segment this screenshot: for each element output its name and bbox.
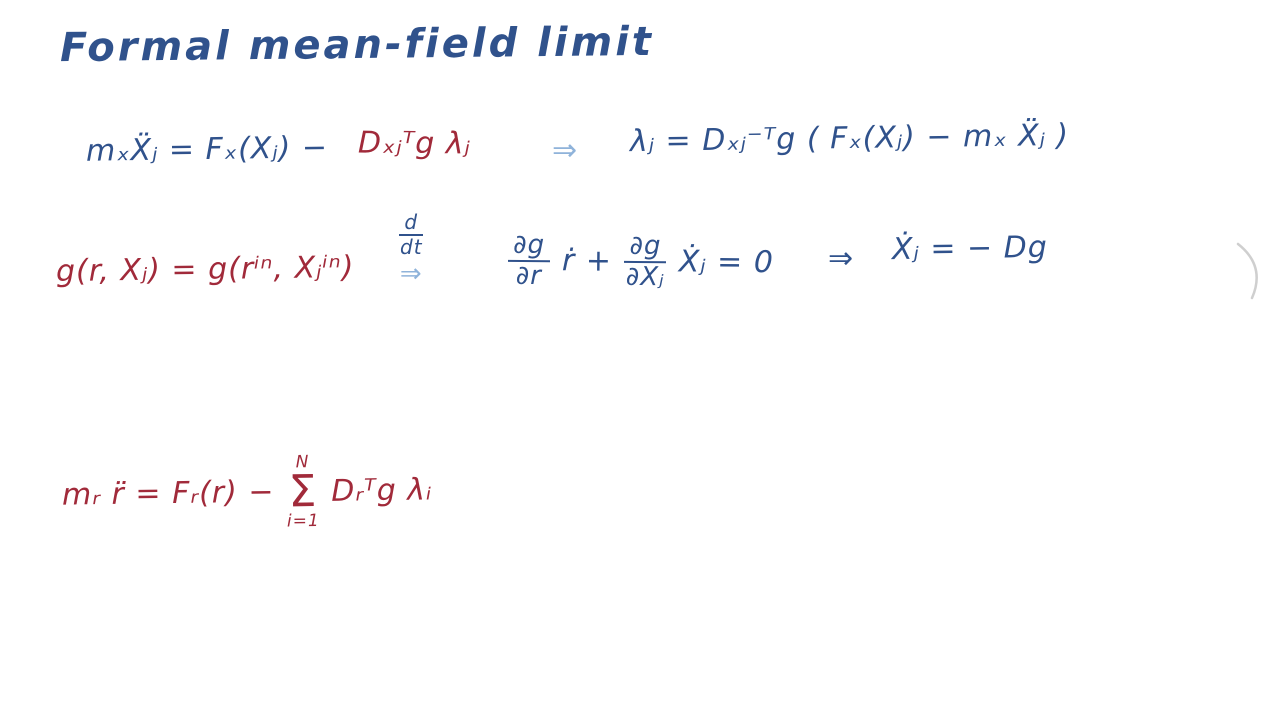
eq2-rhs: Ẋⱼ = − Dg xyxy=(891,229,1049,268)
stray-pen-mark xyxy=(1236,242,1258,300)
frac1-numerator: ∂g xyxy=(507,230,551,263)
partial-g-partial-x-fraction: ∂g ∂Xⱼ xyxy=(624,231,667,293)
eq3-right: Dᵣᵀg λᵢ xyxy=(331,472,433,509)
eq2-implies-arrow: ⇒ xyxy=(828,241,855,276)
eq1-rhs: λⱼ = Dₓⱼ⁻ᵀg ( Fₓ(Xⱼ) − mₓ Ẍⱼ ) xyxy=(629,117,1070,160)
eq2-mid2: Ẋⱼ = 0 xyxy=(678,244,775,281)
frac1-denominator: ∂r xyxy=(515,261,543,292)
summation-symbol: N Σ i=1 xyxy=(286,452,320,532)
ddt-numerator: d xyxy=(399,212,424,236)
ddt-denominator: dt xyxy=(400,235,423,259)
eq3-mean-field-equation: mᵣ r̈ = Fᵣ(r) − N Σ i=1 Dᵣᵀg λᵢ xyxy=(61,452,433,533)
eq2-ddt-arrow-group: d dt ⇒ xyxy=(398,203,425,290)
page-title: Formal mean-field limit xyxy=(59,18,655,72)
eq2-mid1: ṙ + xyxy=(561,243,613,279)
sigma-icon: Σ xyxy=(288,466,318,518)
eq2-constraint: g(r, Xⱼ) = g(rⁱⁿ, Xⱼⁱⁿ) xyxy=(55,249,355,290)
eq3-left: mᵣ r̈ = Fᵣ(r) − xyxy=(61,474,275,513)
eq2-derivative-expression: ∂g ∂r ṙ + ∂g ∂Xⱼ Ẋⱼ = 0 xyxy=(507,230,775,293)
partial-g-partial-r-fraction: ∂g ∂r xyxy=(507,230,551,292)
eq1-implies-arrow: ⇒ xyxy=(552,133,579,168)
frac2-numerator: ∂g xyxy=(624,231,667,264)
sum-lower-limit: i=1 xyxy=(286,510,320,532)
ddt-fraction: d dt xyxy=(398,212,425,258)
eq1-lhs: mₓẌⱼ = Fₓ(Xⱼ) − xyxy=(85,130,329,169)
frac2-denominator: ∂Xⱼ xyxy=(625,262,665,293)
ddt-implies-arrow: ⇒ xyxy=(399,259,423,289)
eq1-constraint-term: Dₓⱼᵀg λⱼ xyxy=(357,125,471,162)
